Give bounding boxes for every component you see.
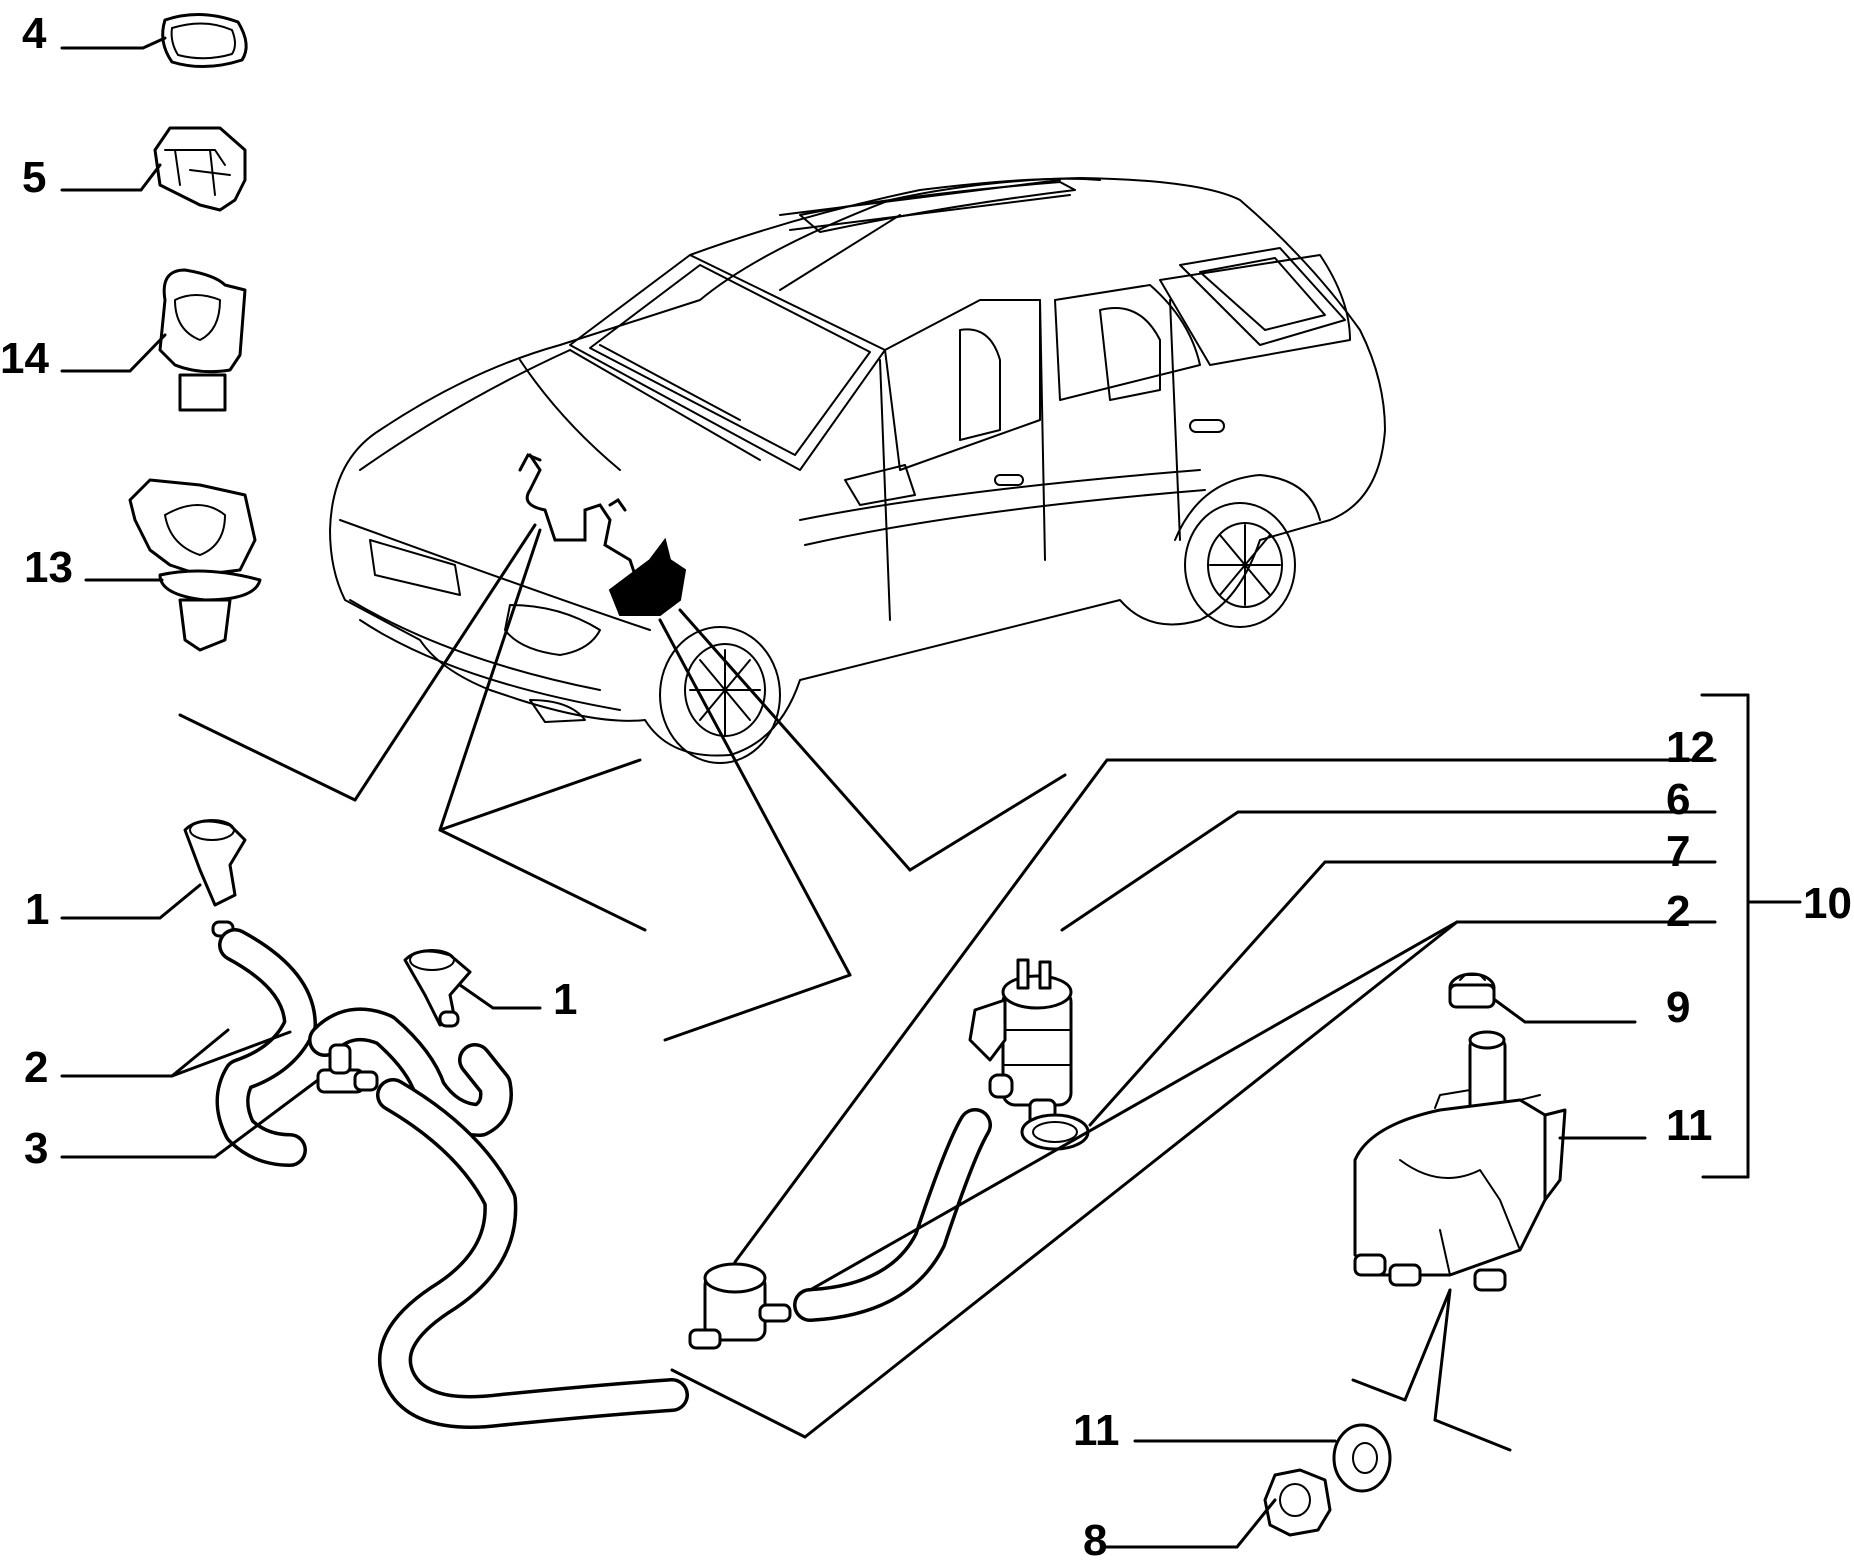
pump-seal <box>1020 1113 1090 1151</box>
nut <box>1263 1468 1332 1537</box>
reservoir-location <box>608 537 687 616</box>
label-part-3: 3 <box>24 1124 48 1173</box>
label-part-2-left: 2 <box>24 1043 48 1092</box>
label-part-13: 13 <box>24 543 73 592</box>
assembly-bracket-10 <box>1700 693 1802 1179</box>
washer-pump <box>968 958 1073 1147</box>
reservoir-leader-a <box>1403 1288 1452 1402</box>
reservoir-leader-b-tail <box>1433 1418 1512 1452</box>
reservoir-leader-a-tail <box>1351 1378 1407 1402</box>
label-part-11-lower: 11 <box>1073 1406 1120 1455</box>
washer-reservoir <box>1353 1030 1567 1292</box>
label-part-6: 6 <box>1666 775 1690 824</box>
nozzle-left <box>183 819 247 938</box>
label-leaders <box>60 36 1717 1549</box>
label-part-10: 10 <box>1803 879 1852 928</box>
clip-14 <box>158 268 247 412</box>
label-part-2-right: 2 <box>1666 887 1690 936</box>
clip-4 <box>161 12 248 69</box>
label-part-9: 9 <box>1666 983 1690 1032</box>
check-valve <box>688 1262 792 1350</box>
label-part-1-left: 1 <box>25 885 49 934</box>
clip-5 <box>153 126 247 212</box>
car-illustration <box>329 177 1386 764</box>
label-part-1-right: 1 <box>553 975 577 1024</box>
clip-13 <box>128 478 262 652</box>
label-part-12: 12 <box>1666 723 1715 772</box>
grommet <box>1332 1423 1392 1493</box>
label-part-11-upper: 11 <box>1666 1101 1713 1150</box>
reservoir-cap <box>1448 972 1496 1009</box>
label-part-4: 4 <box>22 9 47 58</box>
nozzle-right <box>403 949 472 1028</box>
label-part-14: 14 <box>0 334 49 383</box>
label-part-7: 7 <box>1666 827 1690 876</box>
label-part-5: 5 <box>22 153 46 202</box>
reservoir-leader-b <box>1433 1288 1452 1422</box>
label-part-8: 8 <box>1083 1516 1107 1562</box>
washer-hoses <box>215 928 992 1429</box>
part-labels: 4 5 14 13 1 1 2 3 12 6 7 2 10 9 11 11 8 <box>0 9 1852 1562</box>
callout-lines <box>178 523 1067 1042</box>
